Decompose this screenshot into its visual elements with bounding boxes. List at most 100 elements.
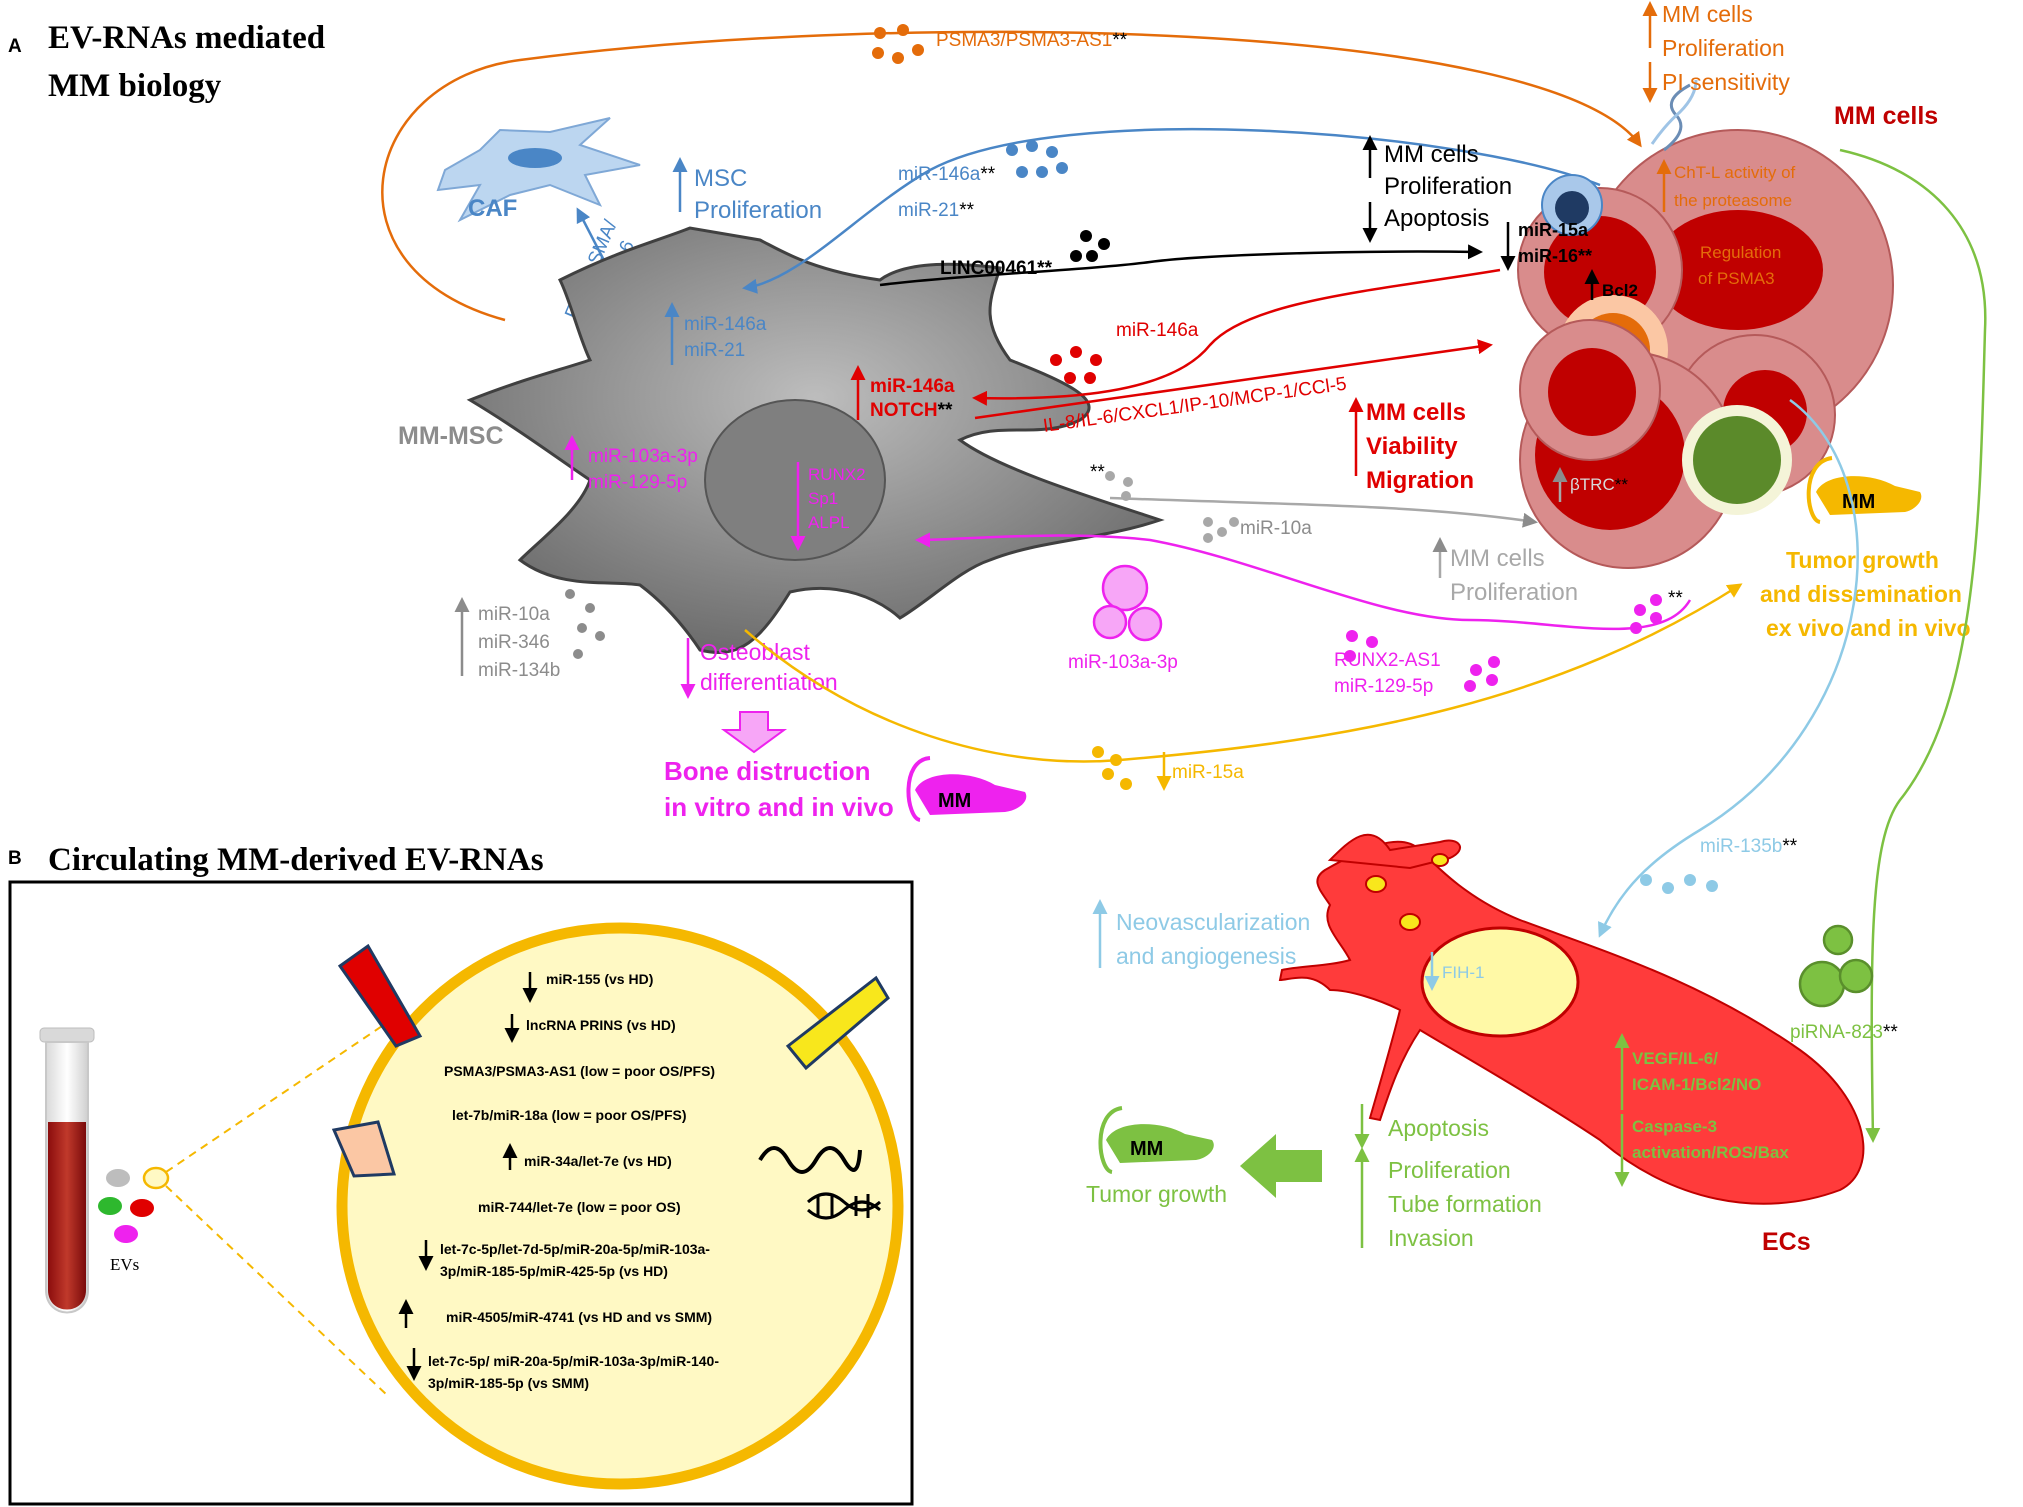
neovasc-label-2: and angiogenesis xyxy=(1116,943,1296,969)
b-line-5: miR-34a/let-7e (vs HD) xyxy=(524,1153,672,1169)
neovasc-label-1: Neovascularization xyxy=(1116,909,1310,935)
vegf-label-2: ICAM-1/Bcl2/NO xyxy=(1632,1075,1761,1094)
tumor-growth-3: ex vivo and in vivo xyxy=(1766,615,1971,641)
cytokine-arrow-1 xyxy=(974,339,1493,420)
left-grey-mir134b: miR-134b xyxy=(478,660,560,681)
svg-text:βTRC**: βTRC** xyxy=(1570,475,1628,494)
b-line-7: let-7c-5p/let-7d-5p/miR-20a-5p/miR-103a- xyxy=(440,1241,710,1257)
mir146a21-ev-dots xyxy=(1006,140,1068,178)
mir103-ev-label: miR-103a-3p xyxy=(1068,652,1178,673)
bone-block-arrow xyxy=(720,711,788,754)
rna-squiggle-icon xyxy=(758,1146,862,1174)
mir103-ev-vesicles xyxy=(1092,564,1163,642)
mm-viab-2: Viability xyxy=(1366,433,1458,460)
svg-text:MM: MM xyxy=(1130,1138,1163,1160)
runx2as1-label-2: miR-129-5p xyxy=(1334,676,1433,697)
linc00461-label: LINC00461 xyxy=(940,258,1038,279)
pirna-ev-vesicles xyxy=(1798,924,1874,1008)
panel-a-letter: A xyxy=(8,36,22,57)
b-line-4: let-7b/miR-18a (low = poor OS/PFS) xyxy=(452,1107,687,1123)
psma3-ev-label: PSMA3/PSMA3-AS1 xyxy=(936,30,1112,51)
mir10a-label: miR-10a xyxy=(1240,518,1312,539)
runx2as1-ev-dots xyxy=(1344,594,1662,692)
mir10a-asterisks: ** xyxy=(1090,462,1105,483)
ec-cell xyxy=(1278,840,1865,1205)
cht-l-label-1: ChT-L activity of xyxy=(1674,163,1796,182)
mm-prolif-pi-3: PI sensitivity xyxy=(1662,69,1790,95)
mm-msc-nucleus xyxy=(704,399,886,561)
mir10a-arrow xyxy=(1109,496,1538,528)
linc00461-arrow xyxy=(879,244,1483,287)
runx2as1-label-1: RUNX2-AS1 xyxy=(1334,650,1441,671)
msc-notch-mir146a: miR-146a xyxy=(870,376,955,397)
mm-prolif-apop-1: MM cells xyxy=(1384,141,1479,168)
sp1-label: Sp1 xyxy=(808,489,838,508)
ec-nucleus xyxy=(1420,926,1580,1038)
mir135b-arrow xyxy=(1598,398,1859,938)
mm-prolif-grey-2: Proliferation xyxy=(1450,579,1578,606)
fih1-label: FIH-1 xyxy=(1442,963,1485,982)
prolif-label: Proliferation xyxy=(1388,1157,1511,1183)
ec-section: miR-135b** FIH-1 Neovascularization and … xyxy=(1086,148,1987,1256)
svg-text:miR-135b**: miR-135b** xyxy=(1700,836,1798,857)
bone-label-1: Bone distruction xyxy=(664,756,871,786)
ev-zoom-source xyxy=(142,1166,170,1190)
mir15a-label: miR-15a xyxy=(1172,762,1244,783)
svg-text:miR-146a**: miR-146a** xyxy=(898,164,996,185)
mm-prolif-pi-1: MM cells xyxy=(1662,1,1753,27)
pirna-label: piRNA-823 xyxy=(1790,1022,1883,1043)
mm-prolif-grey-1: MM cells xyxy=(1450,545,1545,572)
zoom-line-bottom xyxy=(165,1185,389,1397)
b-line-11: 3p/miR-185-5p (vs SMM) xyxy=(428,1375,589,1391)
osteo-label-1: Osteoblast xyxy=(700,639,811,665)
msc-prolif-label-1: MSC xyxy=(694,165,747,192)
svg-text:miR-21**: miR-21** xyxy=(898,200,975,221)
mir15a-ev-dots xyxy=(1092,746,1132,790)
mir146a21-arrow xyxy=(742,127,1601,294)
ec-tumor-cells xyxy=(1365,853,1449,931)
red-protein-icon xyxy=(337,943,423,1048)
psma3-ev-dots xyxy=(872,24,924,64)
panel-b-lines: miR-155 (vs HD) lncRNA PRINS (vs HD) PSM… xyxy=(428,971,719,1391)
psma3-asterisks: ** xyxy=(1112,30,1127,51)
mir135b-ev-dots xyxy=(1640,874,1718,894)
svg-text:piRNA-823**: piRNA-823** xyxy=(1790,1022,1898,1043)
bcl2-label: Bcl2 xyxy=(1602,281,1638,300)
svg-text:PSMA3/PSMA3-AS1**: PSMA3/PSMA3-AS1** xyxy=(936,30,1128,51)
b-line-8: 3p/miR-185-5p/miR-425-5p (vs HD) xyxy=(440,1263,668,1279)
mm-prolif-apop-3: Apoptosis xyxy=(1384,205,1489,232)
mir15a-in-mm: miR-15a xyxy=(1518,220,1589,240)
mir16-in-mm: miR-16 xyxy=(1518,246,1578,266)
casp-label-2: activation/ROS/Bax xyxy=(1632,1143,1789,1162)
runx2as1-asterisks: ** xyxy=(1668,588,1683,609)
msc-mir103-label: miR-103a-3p xyxy=(588,446,698,467)
bone-mouse-icon: MM xyxy=(906,756,1027,822)
mir15a-arrow xyxy=(744,583,1743,763)
ec-mouse-icon: MM xyxy=(1098,1106,1214,1174)
svg-text:MM: MM xyxy=(1842,491,1875,513)
panel-a-title-line2: MM biology xyxy=(48,68,222,104)
tumor-mouse-icon: MM xyxy=(1806,456,1922,524)
msc-prolif-label-2: Proliferation xyxy=(694,197,822,224)
panel-b-arrows xyxy=(398,972,538,1381)
mir146a-red-ev-dots xyxy=(1050,346,1102,384)
mir10a-ev-dots xyxy=(1105,471,1239,543)
mir146a21-ev-label-1: miR-146a xyxy=(898,164,981,185)
left-grey-mir346: miR-346 xyxy=(478,632,550,653)
mir146a-red-arrow xyxy=(972,268,1501,406)
runx2as1-arrow xyxy=(915,532,1692,631)
reg-psma3-2: of PSMA3 xyxy=(1698,269,1775,288)
mm-viab-1: MM cells xyxy=(1366,399,1466,426)
left-grey-ev-dots xyxy=(565,589,605,659)
cht-l-label-2: the proteasome xyxy=(1674,191,1792,210)
tumor-growth-2: and dissemination xyxy=(1760,581,1962,607)
mir135b-label: miR-135b xyxy=(1700,836,1782,857)
caf-cell xyxy=(436,117,641,223)
apoptosis-label: Apoptosis xyxy=(1388,1115,1489,1141)
msc-mir21-label: miR-21 xyxy=(684,340,745,361)
reg-psma3-1: Regulation xyxy=(1700,243,1781,262)
dna-icon xyxy=(807,1192,881,1220)
pirna-arrow xyxy=(1839,148,1987,1143)
runx2-label: RUNX2 xyxy=(808,465,866,484)
